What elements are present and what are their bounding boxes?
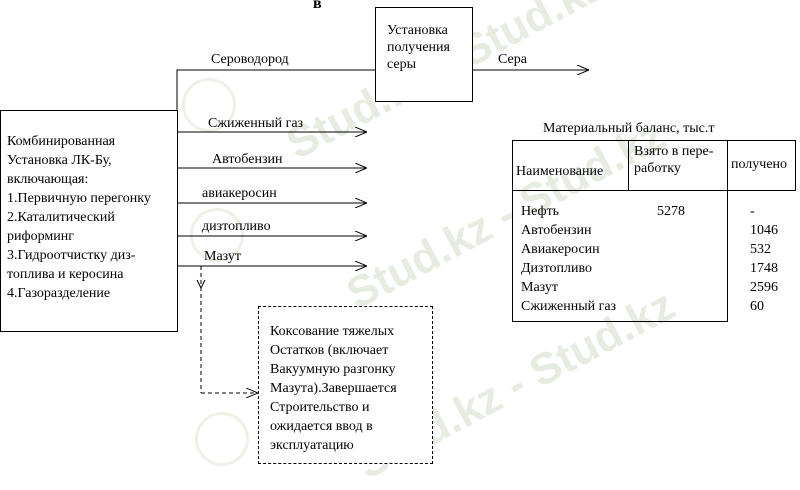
coking-feed-down-tip — [196, 279, 206, 290]
jet-fuel-label: авиакеросин — [202, 186, 277, 201]
balance-cell-name: Дизтопливо — [521, 261, 592, 276]
main-unit-label: Комбинированная Установка ЛК-Бу, включаю… — [7, 134, 151, 301]
coking-unit-box: Коксование тяжелых Остатков (включает Ва… — [258, 306, 433, 464]
balance-cell-name: Мазут — [521, 280, 559, 295]
fuel-oil-label: Мазут — [204, 249, 242, 264]
balance-table: Наименование Взято в пере- работку получ… — [512, 140, 796, 322]
sulfur-label: Сера — [498, 52, 527, 67]
balance-cell-name: Нефть — [521, 204, 560, 219]
h2s-line — [176, 69, 376, 110]
watermark-logo-icon — [190, 208, 244, 262]
balance-cell-name: Авиакеросин — [521, 242, 600, 257]
main-unit-box: Комбинированная Установка ЛК-Бу, включаю… — [0, 110, 178, 332]
coking-unit-label: Коксование тяжелых Остатков (включает Ва… — [270, 324, 397, 453]
balance-cell-received: 2596 — [750, 280, 778, 295]
heading-letter: в — [313, 0, 322, 12]
diesel-label: дизтопливо — [202, 219, 271, 234]
balance-title: Материальный баланс, тыс.т — [543, 121, 715, 136]
balance-cell-name: Сжиженный газ — [521, 299, 617, 314]
balance-cell-received: - — [750, 204, 755, 219]
balance-cell-name: Автобензин — [521, 223, 592, 238]
balance-header-name: Наименование — [516, 164, 604, 179]
balance-cell-received: 1046 — [750, 223, 778, 238]
balance-cell-received: 60 — [750, 299, 764, 314]
watermark-logo-icon — [182, 78, 236, 132]
lpg-label: Сжиженный газ — [208, 116, 304, 131]
balance-cell-received: 1748 — [750, 261, 778, 276]
balance-header-received: получено — [731, 157, 788, 172]
gasoline-label: Автобензин — [212, 152, 283, 167]
sulfur-unit-box: Установка получения серы — [375, 7, 473, 102]
flow-arrows — [176, 0, 800, 465]
h2s-label: Сероводород — [211, 52, 289, 67]
balance-cell-taken: 5278 — [657, 204, 685, 219]
balance-header-taken: Взято в пере- работку — [634, 144, 714, 176]
balance-cell-received: 532 — [750, 242, 771, 257]
sulfur-unit-label: Установка получения серы — [387, 23, 450, 72]
